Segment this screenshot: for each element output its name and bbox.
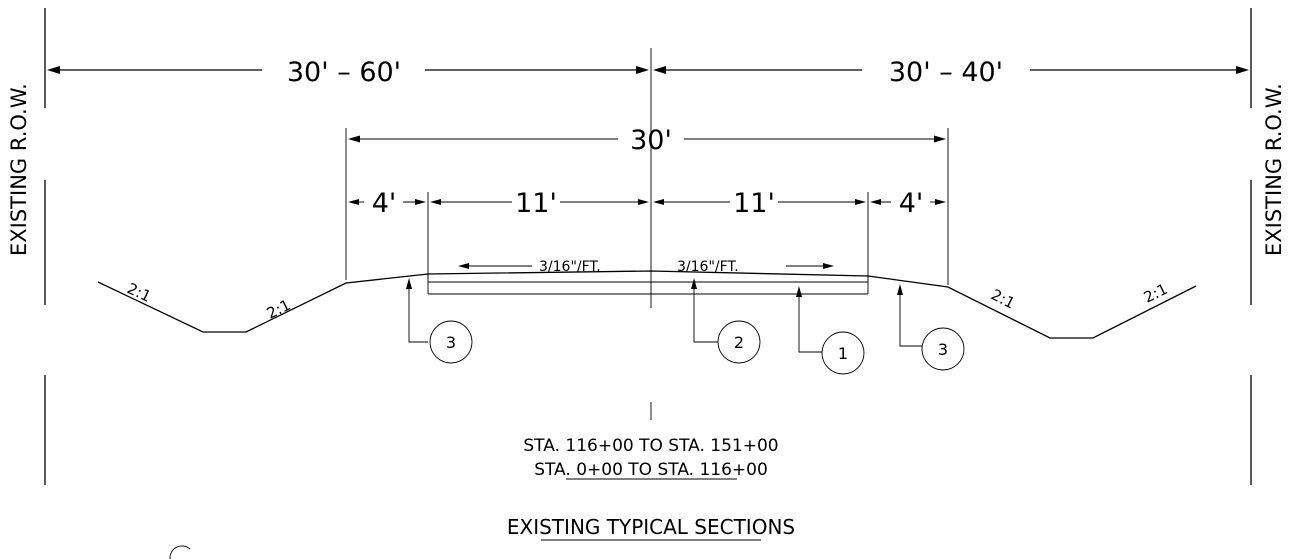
- row-dimension-line: [47, 66, 1249, 74]
- side-slope-label: 2:1: [1141, 280, 1171, 307]
- side-slope-label: 2:1: [988, 286, 1018, 313]
- lane-right-label: 11': [733, 188, 775, 219]
- partial-callout-bubble: [169, 545, 191, 559]
- cross-slope-arrows: [458, 263, 834, 269]
- total-width-dimension: [345, 128, 949, 285]
- cross-slope-left-label: 3/16"/FT.: [539, 259, 601, 275]
- roadway-profile: [97, 270, 1197, 339]
- callout-number: 3: [446, 333, 456, 352]
- right-row-width-label: 30' – 40': [889, 57, 1003, 88]
- callout-bubble: 3: [921, 327, 965, 371]
- callout-bubble: 2: [717, 320, 761, 364]
- callout-bubble: 3: [429, 320, 473, 364]
- side-slope-label: 2:1: [124, 279, 153, 306]
- lane-left-label: 11': [515, 188, 557, 219]
- callout-bubble: 1: [821, 331, 865, 375]
- callout-number: 2: [734, 333, 744, 352]
- right-row-label: EXISTING R.O.W.: [1262, 83, 1286, 256]
- row-boundary-lines: [44, 8, 1252, 485]
- drawing-title: EXISTING TYPICAL SECTIONS: [507, 515, 795, 539]
- left-row-width-label: 30' – 60': [287, 57, 401, 88]
- lane-dimensions: [348, 192, 946, 280]
- callout-number: 3: [938, 340, 948, 359]
- callout-leaders: [406, 278, 922, 353]
- station-range-2: STA. 0+00 TO STA. 116+00: [534, 460, 768, 480]
- left-row-label: EXISTING R.O.W.: [7, 83, 31, 256]
- station-range-1: STA. 116+00 TO STA. 151+00: [523, 436, 778, 456]
- side-slope-label: 2:1: [264, 296, 294, 323]
- callout-number: 1: [838, 344, 848, 363]
- shoulder-right-label: 4': [899, 188, 924, 219]
- shoulder-left-label: 4': [372, 188, 397, 219]
- total-width-label: 30': [630, 125, 672, 156]
- cross-slope-right-label: 3/16"/FT.: [677, 259, 739, 275]
